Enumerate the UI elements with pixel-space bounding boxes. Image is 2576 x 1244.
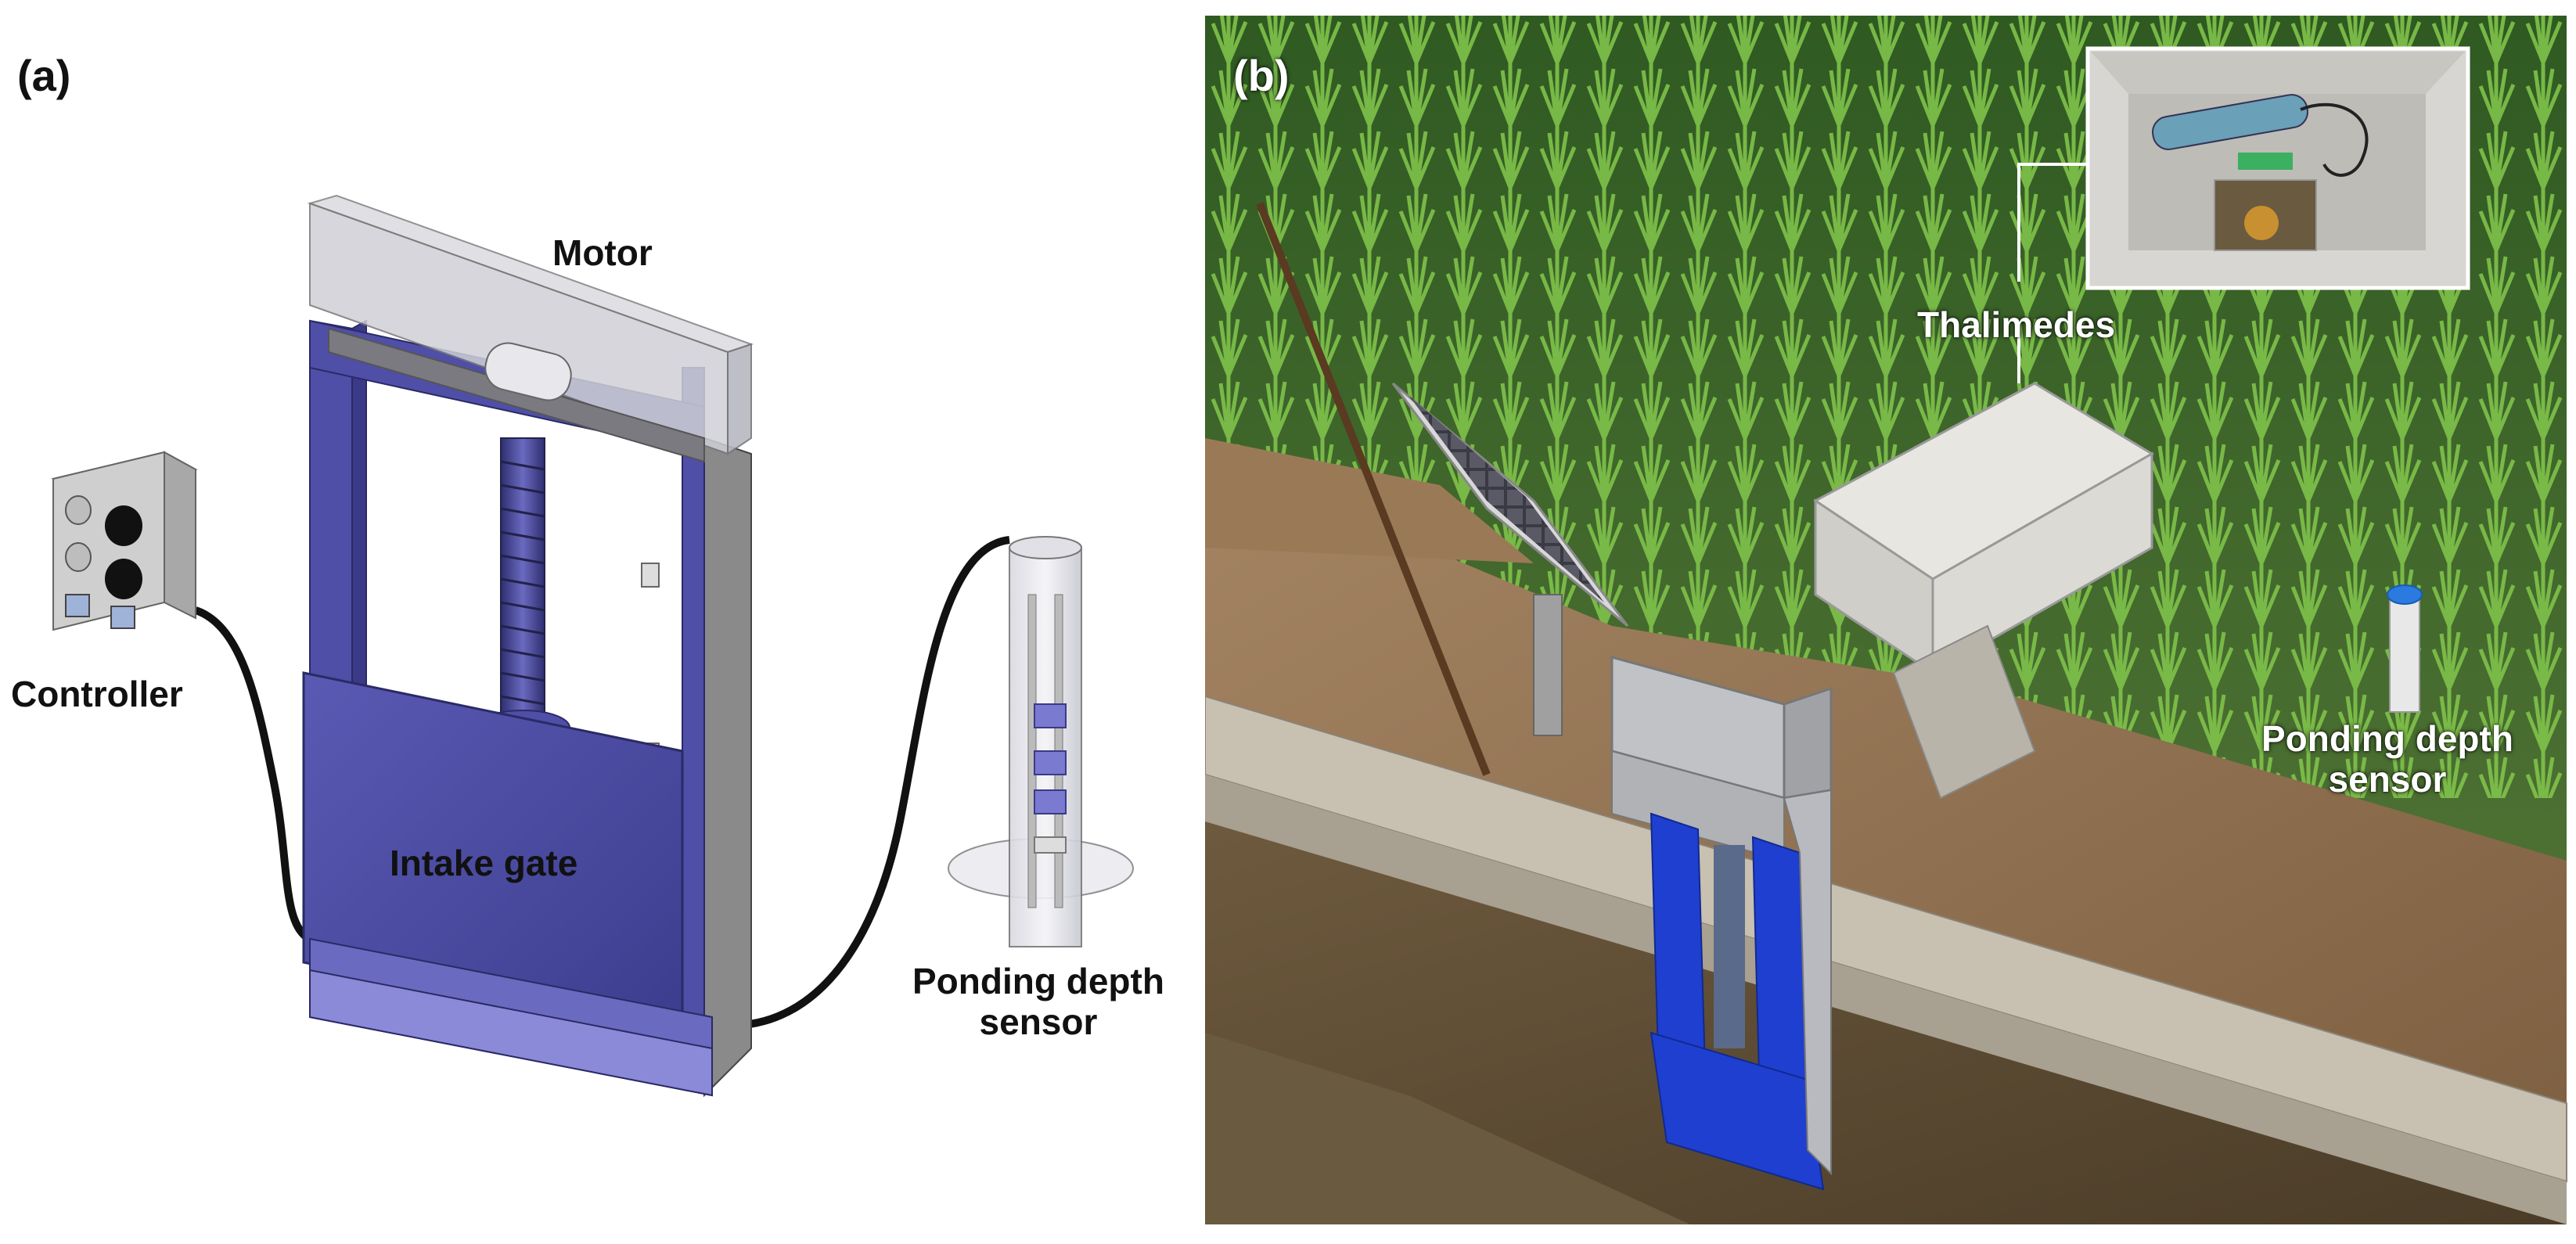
ponding-sensor-label-line1: Ponding depth [912, 961, 1164, 1001]
controller-label: Controller [11, 674, 183, 714]
thalimedes-box [1813, 382, 2154, 800]
field-ponding-sensor-label: Ponding depth sensor [2261, 718, 2513, 800]
field-ponding-sensor-label-line1: Ponding depth [2261, 718, 2513, 759]
canal-water [1205, 822, 2567, 1224]
controller-box [51, 451, 198, 631]
field-photo [1205, 16, 2567, 1224]
thalimedes-inset-photo [2085, 46, 2470, 290]
solar-panel [1391, 382, 1629, 736]
sensor-cable [743, 536, 1010, 1029]
panel-a-schematic: (a) Motor Controller Intake gate Ponding… [0, 0, 1205, 1244]
ponding-sensor-tube [948, 536, 1134, 947]
intake-gate-label: Intake gate [390, 843, 578, 883]
thalimedes-leader-line [2017, 163, 2088, 282]
ponding-sensor-label: Ponding depth sensor [912, 961, 1164, 1042]
motor-housing [307, 194, 754, 463]
panel-b-photo: (b) Thalimedes Ponding depth sensor [1205, 0, 2576, 1244]
field-intake-gate [1610, 656, 1833, 1191]
motor-cylinder [484, 342, 572, 401]
gate-schematic-drawing [51, 194, 1134, 1098]
field-ponding-sensor-label-line2: sensor [2328, 759, 2447, 800]
gate-rear-frame [703, 437, 752, 1098]
panel-b-letter: (b) [1233, 51, 1290, 100]
controller-cable [194, 606, 311, 943]
field-ponding-sensor [2387, 584, 2423, 713]
motor-label: Motor [552, 232, 653, 273]
support-rod [1256, 202, 1491, 776]
ponding-sensor-label-line2: sensor [979, 1001, 1098, 1042]
thalimedes-label: Thalimedes [1917, 304, 2116, 345]
panel-a-letter: (a) [17, 51, 71, 100]
